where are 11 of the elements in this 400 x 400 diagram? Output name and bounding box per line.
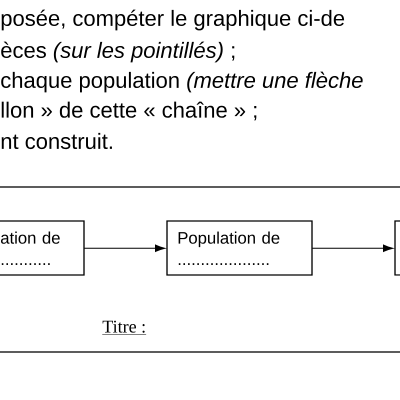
instruction-text: llon » de cette « chaîne » ; — [2, 102, 256, 120]
instruction-text: posée, compéter le graphique ci-de — [2, 10, 344, 30]
process-box: Population de .................... — [166, 220, 313, 276]
instruction-text: chaque population (mettre une flèche — [1, 72, 363, 92]
process-box: ation de ........... — [0, 220, 85, 276]
title-prompt: Titre : — [102, 320, 146, 335]
arrow — [312, 244, 394, 252]
instruction-text: nt construit. — [2, 132, 112, 150]
arrow — [84, 244, 166, 252]
instruction-text: èces (sur les pointillés) ; — [1, 42, 234, 62]
process-box — [394, 220, 400, 276]
